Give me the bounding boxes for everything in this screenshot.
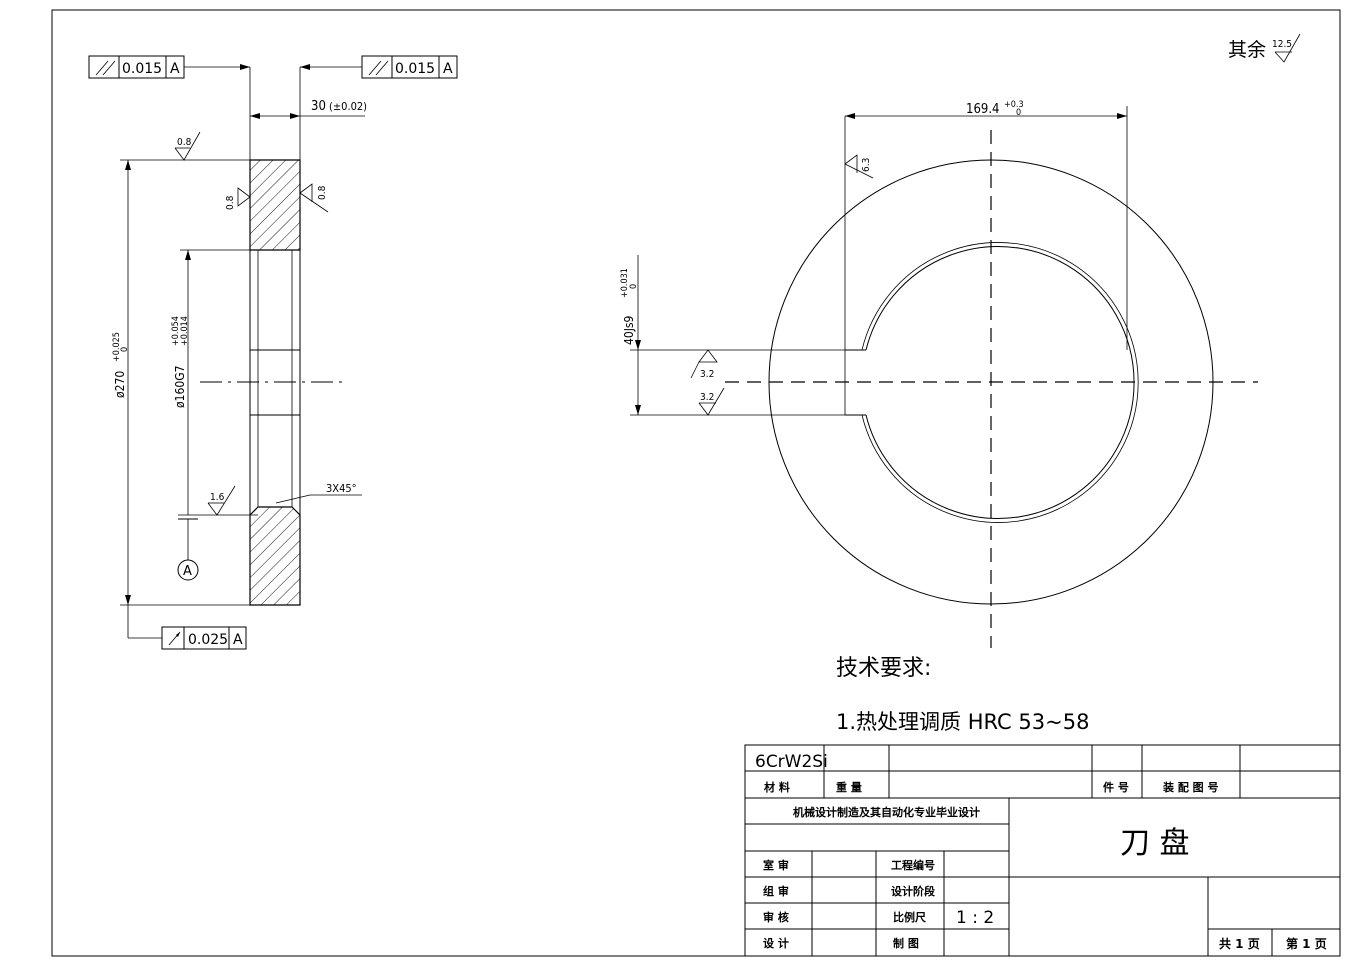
outer-diameter-dimension: ø270 +0.025 0 <box>112 160 250 606</box>
row-label-1: 室 审 <box>763 858 789 872</box>
bore-dia-value: ø160G7 <box>173 366 187 408</box>
roughness-right-face: 0.8 <box>299 183 329 213</box>
runout-left-datum: A <box>170 61 180 77</box>
page-number: 第 1 页 <box>1286 936 1327 951</box>
roughness-bore: 1.6 <box>207 485 236 516</box>
side-view: 0.015 A 0.015 A 30 (±0.02) <box>88 55 458 650</box>
chamfer-value: 3X45° <box>326 482 357 495</box>
total-pages: 共 1 页 <box>1219 936 1260 951</box>
width-dim-value: 169.4 <box>966 102 999 117</box>
chamfer-callout: 3X45° <box>275 482 362 504</box>
datum-label: A <box>183 564 192 579</box>
row-label-3: 审 核 <box>763 910 789 924</box>
roughness-bore-value: 1.6 <box>210 492 225 503</box>
runout-right-tol: 0.015 <box>395 61 435 77</box>
title-block: 6CrW2Si 材 料 重 量 件 号 装 配 图 号 机械设计制造及其自动化专… <box>744 744 1341 957</box>
outer-dia-tol-up: +0.025 <box>112 332 122 362</box>
mid-label-1: 工程编号 <box>891 858 935 872</box>
datum-a-symbol: A <box>177 514 258 581</box>
row-label-2: 组 审 <box>763 884 789 898</box>
slot-dim-value: 40Js9 <box>622 315 636 345</box>
material-label: 材 料 <box>764 780 790 794</box>
width-tol-low: 0 <box>1016 108 1021 118</box>
roughness-slot-top: 3.2 <box>690 349 718 380</box>
slot-tol-low: 0 <box>629 284 639 289</box>
roughness-right-value: 0.8 <box>317 185 328 200</box>
tech-req-title: 技术要求: <box>836 656 931 681</box>
mid-label-4: 制 图 <box>893 936 919 950</box>
remaining-roughness-value: 12.5 <box>1272 39 1292 50</box>
runout-bottom-datum: A <box>233 632 243 648</box>
runout-right-datum: A <box>443 61 453 77</box>
part-no-label: 件 号 <box>1103 780 1129 794</box>
roughness-left-value: 0.8 <box>225 195 236 210</box>
runout-left-tol: 0.015 <box>122 61 162 77</box>
assembly-label: 装 配 图 号 <box>1162 780 1219 794</box>
roughness-top-value: 0.8 <box>177 137 192 148</box>
remaining-roughness-label: 其余 <box>1228 39 1266 61</box>
roughness-top: 0.8 <box>120 131 250 161</box>
thickness-dim: 30 <box>311 99 326 114</box>
roughness-slot-bottom-value: 3.2 <box>700 392 714 403</box>
runout-bottom-tol: 0.025 <box>188 632 228 648</box>
width-dimension: 169.4 +0.3 0 <box>845 100 1128 350</box>
roughness-face: 6.3 <box>844 154 874 179</box>
roughness-left-face: 0.8 <box>225 187 251 210</box>
thickness-tol: (±0.02) <box>329 100 367 113</box>
bore-dia-tol-low: +0.014 <box>180 316 190 346</box>
bore-diameter-dimension: ø160G7 +0.054 +0.014 <box>171 249 258 515</box>
remaining-roughness: 其余 12.5 <box>1228 33 1301 63</box>
mid-label-2: 设计阶段 <box>891 884 935 898</box>
front-view: 169.4 +0.3 0 6.3 40Js9 +0.031 0 3.2 <box>620 100 1258 648</box>
bore-dia-tol-up: +0.054 <box>171 316 181 346</box>
runout-frame-left: 0.015 A <box>88 55 250 79</box>
sheet-border <box>51 9 1341 957</box>
runout-frame-right: 0.015 A <box>300 55 458 79</box>
outer-dia-tol-low: 0 <box>120 347 130 352</box>
roughness-slot-top-value: 3.2 <box>700 369 714 380</box>
tech-req-item1: 1.热处理调质 HRC 53~58 <box>836 710 1089 734</box>
outer-dia-value: ø270 <box>113 371 127 398</box>
weight-label: 重 量 <box>836 780 862 794</box>
slot-tol-up: +0.031 <box>620 268 630 298</box>
mid-label-3: 比例尺 <box>893 910 926 924</box>
slot-dimension: 40Js9 +0.031 0 <box>620 255 845 416</box>
runout-frame-bottom: 0.025 A <box>161 626 247 650</box>
part-name: 刀 盘 <box>1120 826 1190 861</box>
project-title: 机械设计制造及其自动化专业毕业设计 <box>793 805 980 819</box>
thickness-dimension: 30 (±0.02) <box>250 99 367 119</box>
width-tol-up: +0.3 <box>1004 100 1024 110</box>
row-label-4: 设 计 <box>763 936 789 950</box>
roughness-slot-bottom: 3.2 <box>698 387 725 416</box>
scale-value: 1 : 2 <box>956 908 994 928</box>
material-value: 6CrW2Si <box>755 752 828 772</box>
roughness-face-value: 6.3 <box>861 158 872 172</box>
